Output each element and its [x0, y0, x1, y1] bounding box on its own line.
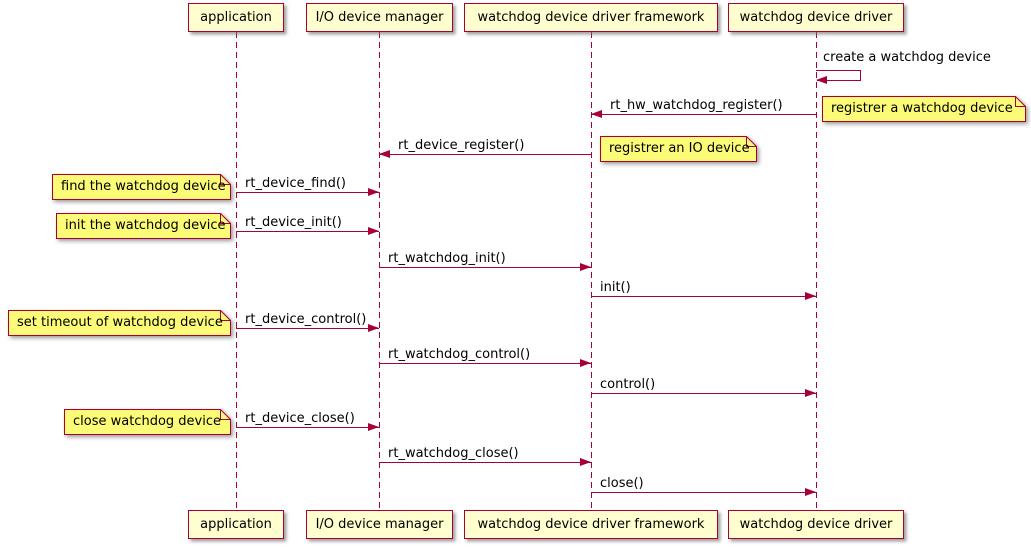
participant-label: watchdog device driver framework: [477, 517, 705, 532]
note-shape: [822, 96, 1026, 122]
message-line: [379, 267, 591, 268]
message-label-rt-watchdog-control: rt_watchdog_control(): [388, 347, 531, 362]
message-label-rt-device-close: rt_device_close(): [245, 411, 355, 426]
participant-watchdog-driver-bottom: watchdog device driver: [728, 510, 904, 539]
message-line: [379, 154, 591, 155]
message-line: [591, 114, 816, 115]
note-text: find the watchdog device: [61, 179, 226, 194]
lifeline-watchdog-driver: [815, 32, 817, 510]
participant-application-top: application: [188, 3, 284, 32]
note-registrer-an-io-device: registrer an IO device: [600, 136, 757, 162]
arrowhead-right-icon: [368, 227, 379, 235]
note-init-the-watchdog-device: init the watchdog device: [56, 213, 231, 239]
arrowhead-right-icon: [580, 263, 591, 271]
lifeline-watchdog-framework: [590, 32, 592, 510]
participant-watchdog-framework-bottom: watchdog device driver framework: [464, 510, 718, 539]
message-line: [236, 192, 379, 193]
message-label-rt-watchdog-init: rt_watchdog_init(): [388, 251, 506, 266]
participant-label: I/O device manager: [315, 517, 444, 532]
arrowhead-right-icon: [805, 488, 816, 496]
participant-label: watchdog device driver: [739, 517, 893, 532]
participant-label: watchdog device driver: [739, 10, 893, 25]
lifeline-io-device-manager: [378, 32, 380, 510]
note-text: close watchdog device: [73, 414, 221, 429]
participant-label: application: [200, 10, 272, 25]
message-line: [379, 462, 591, 463]
message-line: [591, 492, 816, 493]
participant-io-device-manager-bottom: I/O device manager: [306, 510, 453, 539]
note-shape: [56, 213, 231, 239]
participant-watchdog-driver-top: watchdog device driver: [728, 3, 904, 32]
note-text: init the watchdog device: [65, 218, 226, 233]
message-line: [591, 393, 816, 394]
message-label-rt-device-register: rt_device_register(): [398, 138, 525, 153]
message-label-control: control(): [600, 377, 656, 392]
note-shape: [64, 409, 231, 435]
message-label-rt-device-init: rt_device_init(): [245, 215, 342, 230]
participant-application-bottom: application: [188, 510, 284, 539]
arrowhead-left-icon: [591, 110, 602, 118]
note-close-watchdog-device: close watchdog device: [64, 409, 231, 435]
participant-label: application: [200, 517, 272, 532]
note-shape: [52, 174, 231, 200]
self-message-line-right: [860, 70, 861, 81]
participant-label: I/O device manager: [315, 10, 444, 25]
arrowhead-left-icon: [379, 150, 390, 158]
message-label-init: init(): [600, 280, 631, 295]
arrowhead-right-icon: [368, 188, 379, 196]
note-shape: [8, 310, 231, 336]
message-line: [591, 296, 816, 297]
note-text: registrer a watchdog device: [831, 101, 1013, 116]
message-label-rt-device-find: rt_device_find(): [245, 176, 346, 191]
arrowhead-right-icon: [368, 423, 379, 431]
arrowhead-right-icon: [580, 359, 591, 367]
message-label-close: close(): [600, 476, 644, 491]
message-label-rt-device-control: rt_device_control(): [245, 312, 367, 327]
message-line: [236, 231, 379, 232]
arrowhead-right-icon: [805, 389, 816, 397]
note-set-timeout-of-watchdog-device: set timeout of watchdog device: [8, 310, 231, 336]
arrowhead-right-icon: [368, 324, 379, 332]
message-line: [379, 363, 591, 364]
arrowhead-right-icon: [805, 292, 816, 300]
note-shape: [600, 136, 757, 162]
note-find-the-watchdog-device: find the watchdog device: [52, 174, 231, 200]
message-label-rt-hw-watchdog-register: rt_hw_watchdog_register(): [610, 98, 783, 113]
self-message-arrowhead-icon: [816, 76, 827, 84]
note-text: registrer an IO device: [609, 141, 750, 156]
participant-label: watchdog device driver framework: [477, 10, 705, 25]
self-message-line-bottom: [817, 80, 861, 81]
note-text: set timeout of watchdog device: [17, 315, 223, 330]
participant-watchdog-framework-top: watchdog device driver framework: [464, 3, 718, 32]
message-line: [236, 427, 379, 428]
arrowhead-right-icon: [580, 458, 591, 466]
lifeline-application: [235, 32, 237, 510]
participant-io-device-manager-top: I/O device manager: [306, 3, 453, 32]
self-message-label: create a watchdog device: [823, 50, 991, 65]
message-line: [236, 328, 379, 329]
self-message-line-top: [816, 70, 861, 71]
note-registrer-a-watchdog-device: registrer a watchdog device: [822, 96, 1026, 122]
message-label-rt-watchdog-close: rt_watchdog_close(): [388, 446, 519, 461]
